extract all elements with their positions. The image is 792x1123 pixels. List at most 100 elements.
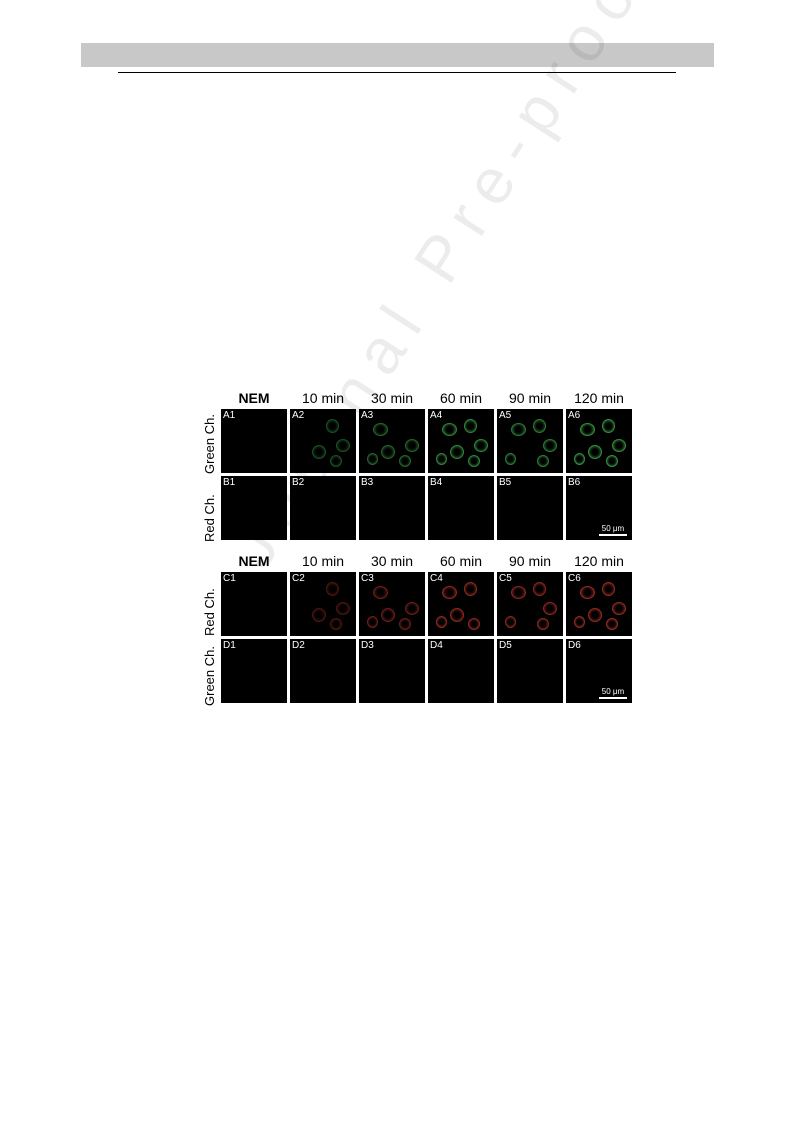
panel-label: C5 bbox=[499, 573, 512, 584]
scale-bar: 50 μm bbox=[599, 687, 627, 699]
cell-fluorescence bbox=[336, 439, 350, 452]
micrograph-panel: D5 bbox=[497, 639, 563, 703]
panel-label: A1 bbox=[223, 410, 236, 421]
micrograph-panel: D1 bbox=[221, 639, 287, 703]
row-label-red-ch: Red Ch. bbox=[202, 588, 217, 636]
micrograph-panel: D6 50 μm bbox=[566, 639, 632, 703]
panel-label: B3 bbox=[361, 477, 374, 488]
cell-fluorescence bbox=[580, 586, 595, 599]
cell-fluorescence bbox=[468, 618, 480, 630]
cell-fluorescence bbox=[606, 455, 618, 467]
micrograph-panel: A5 bbox=[497, 409, 563, 473]
cell-fluorescence bbox=[436, 616, 447, 628]
col-head-120min: 120 min bbox=[574, 553, 624, 569]
micrograph-panel: A2 bbox=[290, 409, 356, 473]
cell-fluorescence bbox=[442, 586, 457, 599]
panel-label: B6 bbox=[568, 477, 581, 488]
col-head-60min: 60 min bbox=[439, 390, 483, 406]
panel-label: A5 bbox=[499, 410, 512, 421]
col-head-nem: NEM bbox=[238, 553, 270, 569]
cell-fluorescence bbox=[533, 582, 546, 596]
micrograph-panel: B2 bbox=[290, 476, 356, 540]
row-label-green-ch: Green Ch. bbox=[202, 646, 217, 706]
cell-fluorescence bbox=[442, 423, 457, 436]
cell-fluorescence bbox=[474, 439, 488, 452]
panel-label: A3 bbox=[361, 410, 374, 421]
col-head-60min: 60 min bbox=[439, 553, 483, 569]
micrograph-panel: D4 bbox=[428, 639, 494, 703]
micrograph-panel: A4 bbox=[428, 409, 494, 473]
panel-label: B4 bbox=[430, 477, 443, 488]
micrograph-panel: D2 bbox=[290, 639, 356, 703]
cell-fluorescence bbox=[464, 419, 477, 433]
micrograph-panel: C6 bbox=[566, 572, 632, 636]
cell-fluorescence bbox=[580, 423, 595, 436]
col-head-10min: 10 min bbox=[301, 390, 345, 406]
cell-fluorescence bbox=[450, 445, 464, 459]
panel-label: C2 bbox=[292, 573, 305, 584]
panel-label: B5 bbox=[499, 477, 512, 488]
micrograph-panel: B5 bbox=[497, 476, 563, 540]
col-head-120min: 120 min bbox=[574, 390, 624, 406]
panel-label: D3 bbox=[361, 640, 374, 651]
cell-fluorescence bbox=[543, 439, 557, 452]
panel-label: D5 bbox=[499, 640, 512, 651]
cell-fluorescence bbox=[543, 602, 557, 615]
panel-label: D1 bbox=[223, 640, 236, 651]
cell-fluorescence bbox=[511, 423, 526, 436]
cell-fluorescence bbox=[326, 582, 339, 596]
micrograph-panel: A6 bbox=[566, 409, 632, 473]
panel-label: C3 bbox=[361, 573, 374, 584]
micrograph-panel: C1 bbox=[221, 572, 287, 636]
cell-fluorescence bbox=[505, 616, 516, 628]
header-rule bbox=[118, 72, 676, 73]
cell-fluorescence bbox=[312, 445, 326, 459]
panel-label: C4 bbox=[430, 573, 443, 584]
scale-bar-label: 50 μm bbox=[601, 687, 625, 696]
panel-label: B2 bbox=[292, 477, 305, 488]
scale-bar-line bbox=[599, 534, 627, 536]
micrograph-panel: B4 bbox=[428, 476, 494, 540]
cell-fluorescence bbox=[330, 455, 342, 467]
panel-label: D2 bbox=[292, 640, 305, 651]
cell-fluorescence bbox=[373, 586, 388, 599]
cell-fluorescence bbox=[468, 455, 480, 467]
col-head-30min: 30 min bbox=[370, 553, 414, 569]
panel-label: D6 bbox=[568, 640, 581, 651]
micrograph-panel: A3 bbox=[359, 409, 425, 473]
col-head-30min: 30 min bbox=[370, 390, 414, 406]
scale-bar: 50 μm bbox=[599, 524, 627, 536]
column-headers-block1: NEM 10 min 30 min 60 min 90 min 120 min bbox=[221, 388, 632, 408]
cell-fluorescence bbox=[381, 608, 395, 622]
cell-fluorescence bbox=[537, 455, 549, 467]
micrograph-panel: C4 bbox=[428, 572, 494, 636]
cell-fluorescence bbox=[464, 582, 477, 596]
cell-fluorescence bbox=[574, 616, 585, 628]
column-headers-block2: NEM 10 min 30 min 60 min 90 min 120 min bbox=[221, 551, 632, 571]
cell-fluorescence bbox=[381, 445, 395, 459]
cell-fluorescence bbox=[336, 602, 350, 615]
cell-fluorescence bbox=[612, 439, 626, 452]
cell-fluorescence bbox=[312, 608, 326, 622]
micrograph-panel: C3 bbox=[359, 572, 425, 636]
micrograph-panel: B6 50 μm bbox=[566, 476, 632, 540]
panel-label: A2 bbox=[292, 410, 305, 421]
panel-label: B1 bbox=[223, 477, 236, 488]
cell-fluorescence bbox=[405, 602, 419, 615]
cell-fluorescence bbox=[505, 453, 516, 465]
cell-fluorescence bbox=[326, 419, 339, 433]
cell-fluorescence bbox=[330, 618, 342, 630]
cell-fluorescence bbox=[399, 455, 411, 467]
col-head-nem: NEM bbox=[238, 390, 270, 406]
cell-fluorescence bbox=[405, 439, 419, 452]
cell-fluorescence bbox=[588, 445, 602, 459]
micrograph-panel: B1 bbox=[221, 476, 287, 540]
col-head-90min: 90 min bbox=[508, 390, 552, 406]
panel-label: C1 bbox=[223, 573, 236, 584]
cell-fluorescence bbox=[602, 582, 615, 596]
microscopy-figure: NEM 10 min 30 min 60 min 90 min 120 min … bbox=[200, 388, 632, 708]
cell-fluorescence bbox=[373, 423, 388, 436]
micrograph-panel: D3 bbox=[359, 639, 425, 703]
cell-fluorescence bbox=[612, 602, 626, 615]
scale-bar-label: 50 μm bbox=[601, 524, 625, 533]
